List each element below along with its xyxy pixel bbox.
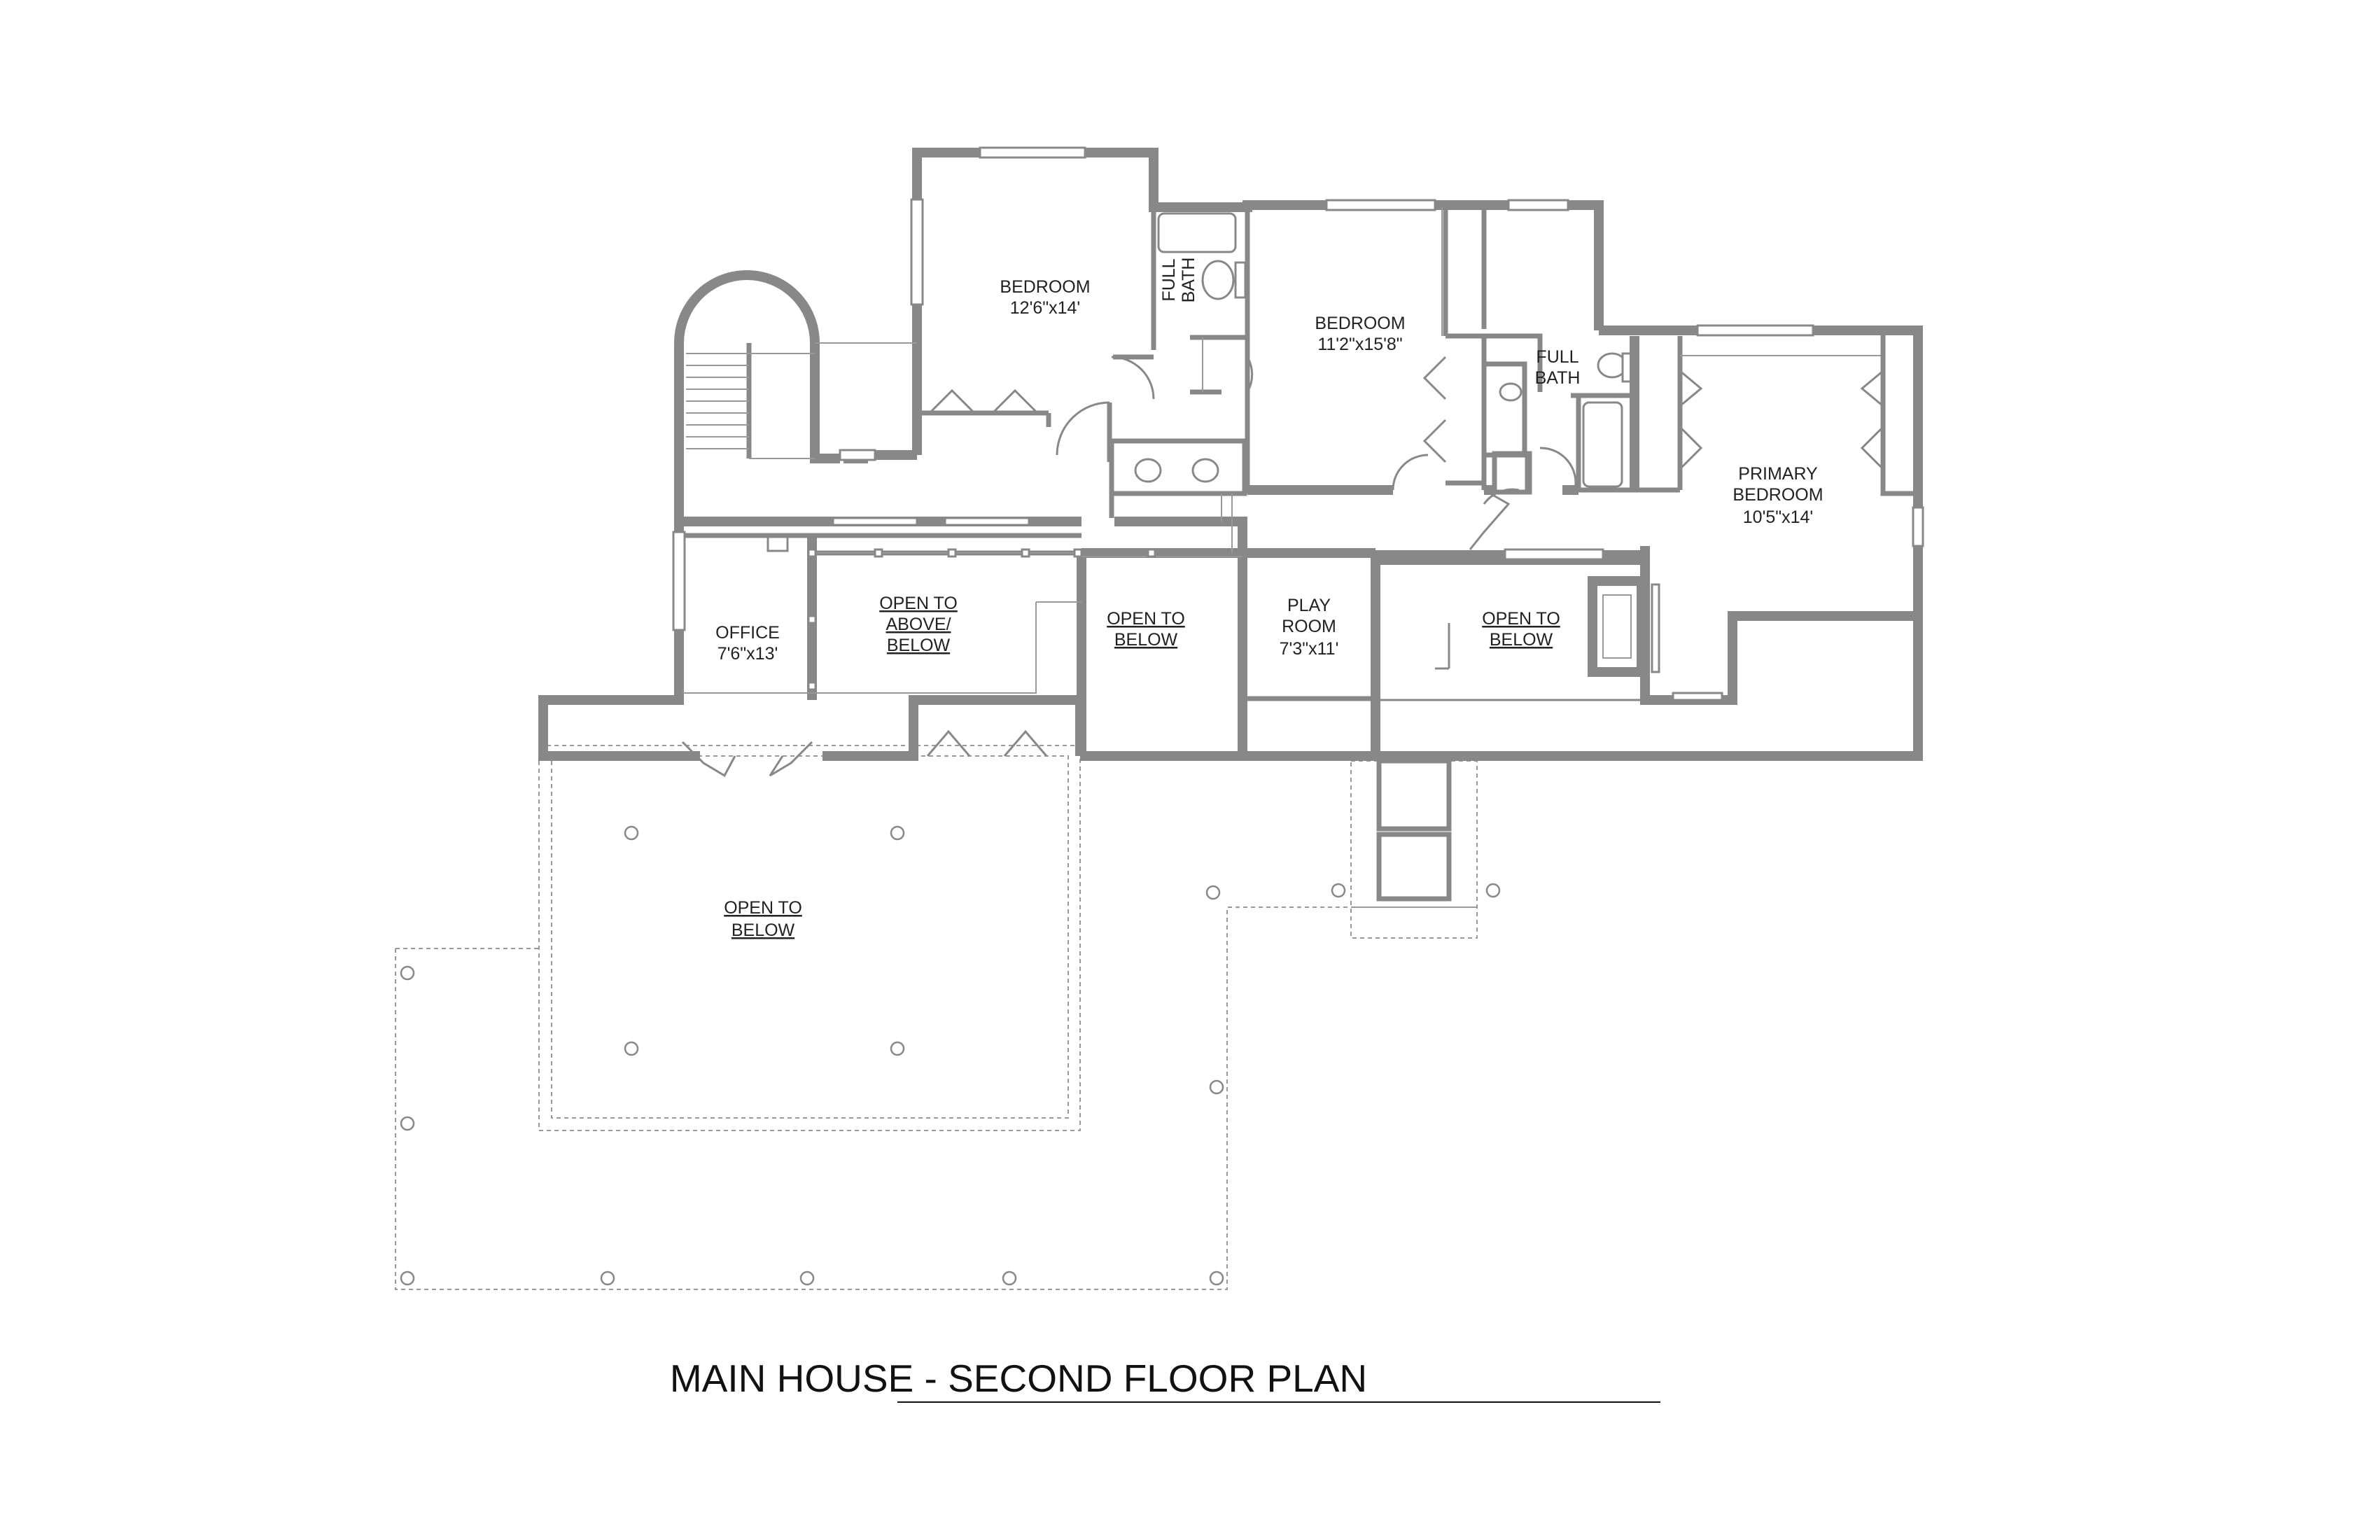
bath-2-label-line1: FULL <box>1536 347 1578 367</box>
play-room-name-line1: PLAY <box>1287 596 1331 615</box>
open-below-1-line1: OPEN TO <box>1107 609 1185 629</box>
bedroom-1-name: BEDROOM <box>1000 277 1090 297</box>
open-below-1-line2: BELOW <box>1114 630 1178 650</box>
interior-walls <box>679 205 1918 778</box>
bath-1-label-line1: FULL <box>1159 258 1179 301</box>
bath-1-label-line2: BATH <box>1179 258 1198 303</box>
open-above-below-line2: ABOVE/ <box>886 615 951 634</box>
play-room-size: 7'3"x11' <box>1280 639 1339 659</box>
room-labels: BEDROOM 12'6"x14' FULL BATH BEDROOM 11'2… <box>715 258 1823 940</box>
open-below-deck-line1: OPEN TO <box>724 898 802 918</box>
stairs <box>686 342 917 459</box>
primary-bedroom-name-line1: PRIMARY <box>1738 464 1818 484</box>
windows <box>672 146 1924 631</box>
primary-bedroom-name-line2: BEDROOM <box>1732 485 1823 505</box>
office-size: 7'6"x13' <box>718 644 778 664</box>
play-room-name-line2: ROOM <box>1282 617 1336 636</box>
office-name: OFFICE <box>715 623 780 643</box>
bedroom-2-name: BEDROOM <box>1315 314 1405 333</box>
porch-posts <box>400 825 1501 1286</box>
open-below-2-line2: BELOW <box>1490 630 1553 650</box>
primary-bedroom-size: 10'5"x14' <box>1743 507 1813 527</box>
bedroom-1-size: 12'6"x14' <box>1010 298 1080 318</box>
plan-title: MAIN HOUSE - SECOND FLOOR PLAN <box>670 1357 1367 1400</box>
porch-outline <box>395 745 1478 1290</box>
open-below-deck-line2: BELOW <box>732 920 795 940</box>
open-above-below-line1: OPEN TO <box>879 594 958 613</box>
bedroom-2-size: 11'2"x15'8" <box>1317 335 1402 354</box>
open-above-below-line3: BELOW <box>887 636 951 655</box>
open-below-2-line1: OPEN TO <box>1482 609 1560 629</box>
bath-2-label-line2: BATH <box>1535 368 1581 388</box>
